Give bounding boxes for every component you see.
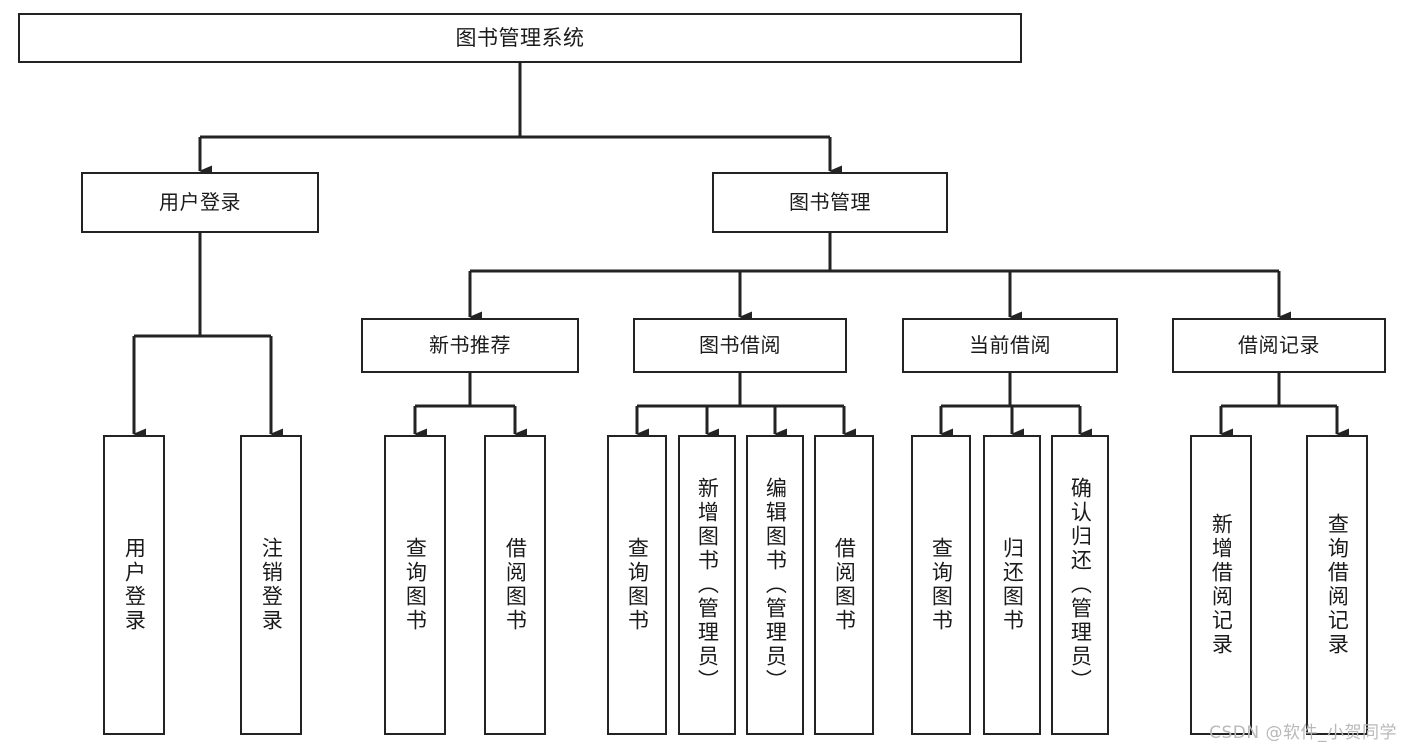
- node-box-user-login: 用户登录: [81, 172, 319, 233]
- node-box-leaf-borrow-book-1: 借阅图书: [484, 435, 546, 735]
- node-box-root: 图书管理系统: [18, 13, 1022, 63]
- node-box-leaf-query-book-1: 查询图书: [384, 435, 446, 735]
- node-label-current-borrow: 当前借阅: [969, 332, 1051, 357]
- node-box-new-book-rec: 新书推荐: [361, 318, 579, 373]
- node-box-leaf-logout: 注销登录: [240, 435, 302, 735]
- node-label-leaf-query-book-1: 查询图书: [403, 537, 428, 633]
- node-box-leaf-add-record: 新增借阅记录: [1190, 435, 1252, 735]
- node-box-book-borrow: 图书借阅: [633, 318, 847, 373]
- node-box-leaf-add-book: 新增图书（管理员）: [678, 435, 736, 735]
- node-label-leaf-logout: 注销登录: [259, 537, 284, 633]
- node-box-leaf-return-book: 归还图书: [983, 435, 1041, 735]
- node-box-leaf-query-book-3: 查询图书: [911, 435, 971, 735]
- node-label-leaf-add-book: 新增图书（管理员）: [695, 477, 720, 693]
- node-box-book-mgmt: 图书管理: [712, 172, 948, 233]
- node-label-user-login: 用户登录: [159, 189, 241, 214]
- node-label-book-borrow: 图书借阅: [699, 332, 781, 357]
- node-box-leaf-edit-book: 编辑图书（管理员）: [746, 435, 804, 735]
- node-label-new-book-rec: 新书推荐: [429, 332, 511, 357]
- node-label-book-mgmt: 图书管理: [789, 189, 871, 214]
- node-box-leaf-borrow-book-2: 借阅图书: [814, 435, 874, 735]
- node-box-leaf-query-book-2: 查询图书: [607, 435, 667, 735]
- node-label-leaf-add-record: 新增借阅记录: [1209, 513, 1234, 657]
- node-box-leaf-query-record: 查询借阅记录: [1306, 435, 1368, 735]
- node-box-borrow-record: 借阅记录: [1172, 318, 1386, 373]
- node-label-leaf-query-record: 查询借阅记录: [1325, 513, 1350, 657]
- node-box-current-borrow: 当前借阅: [902, 318, 1118, 373]
- node-label-leaf-borrow-book-1: 借阅图书: [503, 537, 528, 633]
- node-label-leaf-return-book: 归还图书: [1000, 537, 1025, 633]
- node-label-leaf-query-book-3: 查询图书: [929, 537, 954, 633]
- node-label-leaf-edit-book: 编辑图书（管理员）: [763, 477, 788, 693]
- node-label-leaf-borrow-book-2: 借阅图书: [832, 537, 857, 633]
- node-label-root: 图书管理系统: [455, 25, 585, 50]
- node-label-leaf-confirm-return: 确认归还（管理员）: [1068, 477, 1093, 693]
- node-label-borrow-record: 借阅记录: [1238, 332, 1320, 357]
- node-label-leaf-query-book-2: 查询图书: [625, 537, 650, 633]
- node-box-leaf-user-login: 用户登录: [103, 435, 165, 735]
- node-label-leaf-user-login: 用户登录: [122, 537, 147, 633]
- node-box-leaf-confirm-return: 确认归还（管理员）: [1051, 435, 1109, 735]
